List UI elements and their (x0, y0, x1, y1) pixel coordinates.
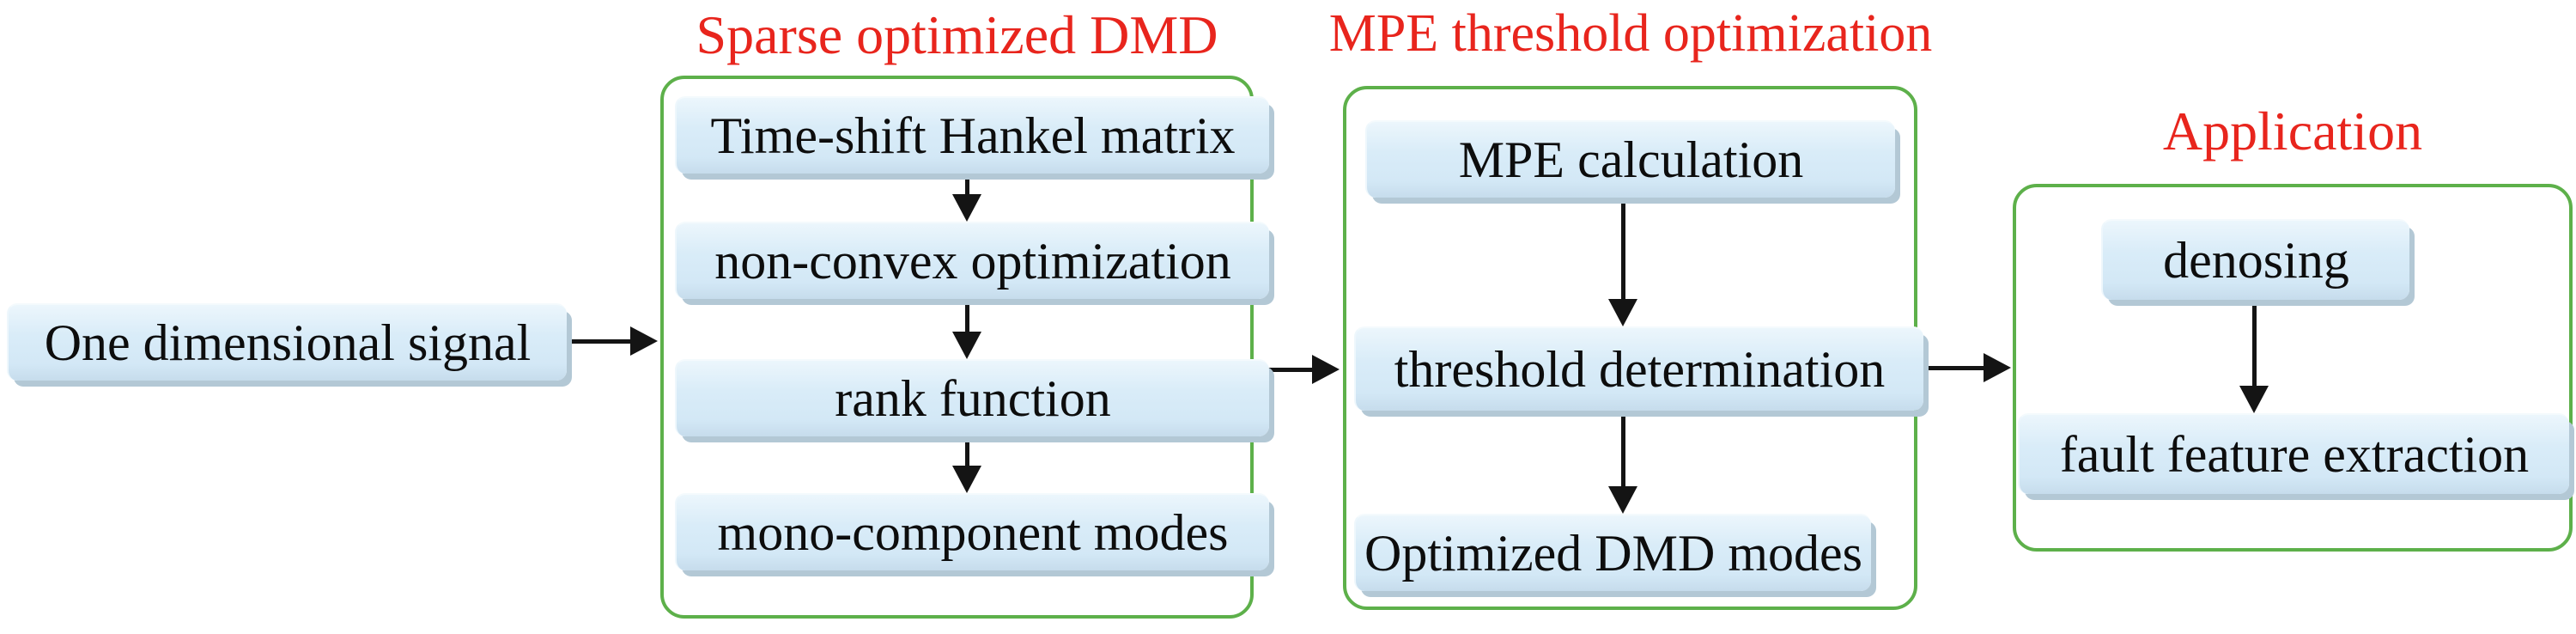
node-one-dimensional-signal: One dimensional signal (7, 303, 567, 381)
arrow-head (952, 466, 981, 493)
arrow-rank-to-monocomponent (952, 435, 981, 493)
arrow-head (1608, 299, 1637, 326)
node-time-shift-hankel-matrix: Time-shift Hankel matrix (675, 96, 1269, 174)
arrow-shaft (2252, 298, 2257, 389)
group-box-sparse-optimized-dmd (660, 76, 1254, 619)
arrow-head (1608, 486, 1637, 514)
arrow-sparse-dmd-to-mpe (1250, 355, 1340, 384)
node-non-convex-optimization: non-convex optimization (675, 222, 1269, 299)
arrow-threshold-to-optimized (1608, 409, 1637, 514)
arrow-head (1984, 353, 2011, 382)
arrow-head (630, 326, 658, 356)
arrow-shaft (1922, 366, 1987, 370)
node-fault-feature-extraction: fault feature extraction (2018, 413, 2569, 494)
arrow-signal-to-sparse-dmd (568, 326, 658, 356)
node-threshold-determination: threshold determination (1354, 326, 1923, 411)
group-title-application: Application (2162, 101, 2423, 162)
node-denosing: denosing (2101, 219, 2409, 300)
arrow-shaft (965, 435, 969, 469)
group-title-mpe-threshold-optimization: MPE threshold optimization (1328, 4, 1933, 63)
arrow-head (952, 332, 981, 359)
node-optimized-dmd-modes: Optimized DMD modes (1354, 514, 1871, 591)
node-mpe-calculation: MPE calculation (1365, 120, 1895, 198)
arrow-mpe-to-threshold (1608, 196, 1637, 326)
arrow-shaft (965, 172, 969, 198)
group-box-application (2013, 184, 2573, 552)
arrow-nonconvex-to-rank (952, 297, 981, 359)
arrow-hankel-to-nonconvex (952, 172, 981, 222)
arrow-shaft (965, 297, 969, 335)
arrow-shaft (568, 339, 634, 344)
arrow-head (1312, 355, 1340, 384)
arrow-shaft (1621, 409, 1625, 490)
arrow-head (2239, 386, 2269, 413)
node-mono-component-modes: mono-component modes (675, 493, 1269, 570)
arrow-shaft (1250, 368, 1315, 372)
arrow-shaft (1621, 196, 1625, 302)
arrow-head (952, 194, 981, 222)
group-title-sparse-optimized-dmd: Sparse optimized DMD (696, 4, 1218, 65)
arrow-mpe-to-application (1922, 353, 2011, 382)
arrow-denosing-to-fault-feature (2239, 298, 2269, 413)
node-rank-function: rank function (675, 359, 1269, 436)
